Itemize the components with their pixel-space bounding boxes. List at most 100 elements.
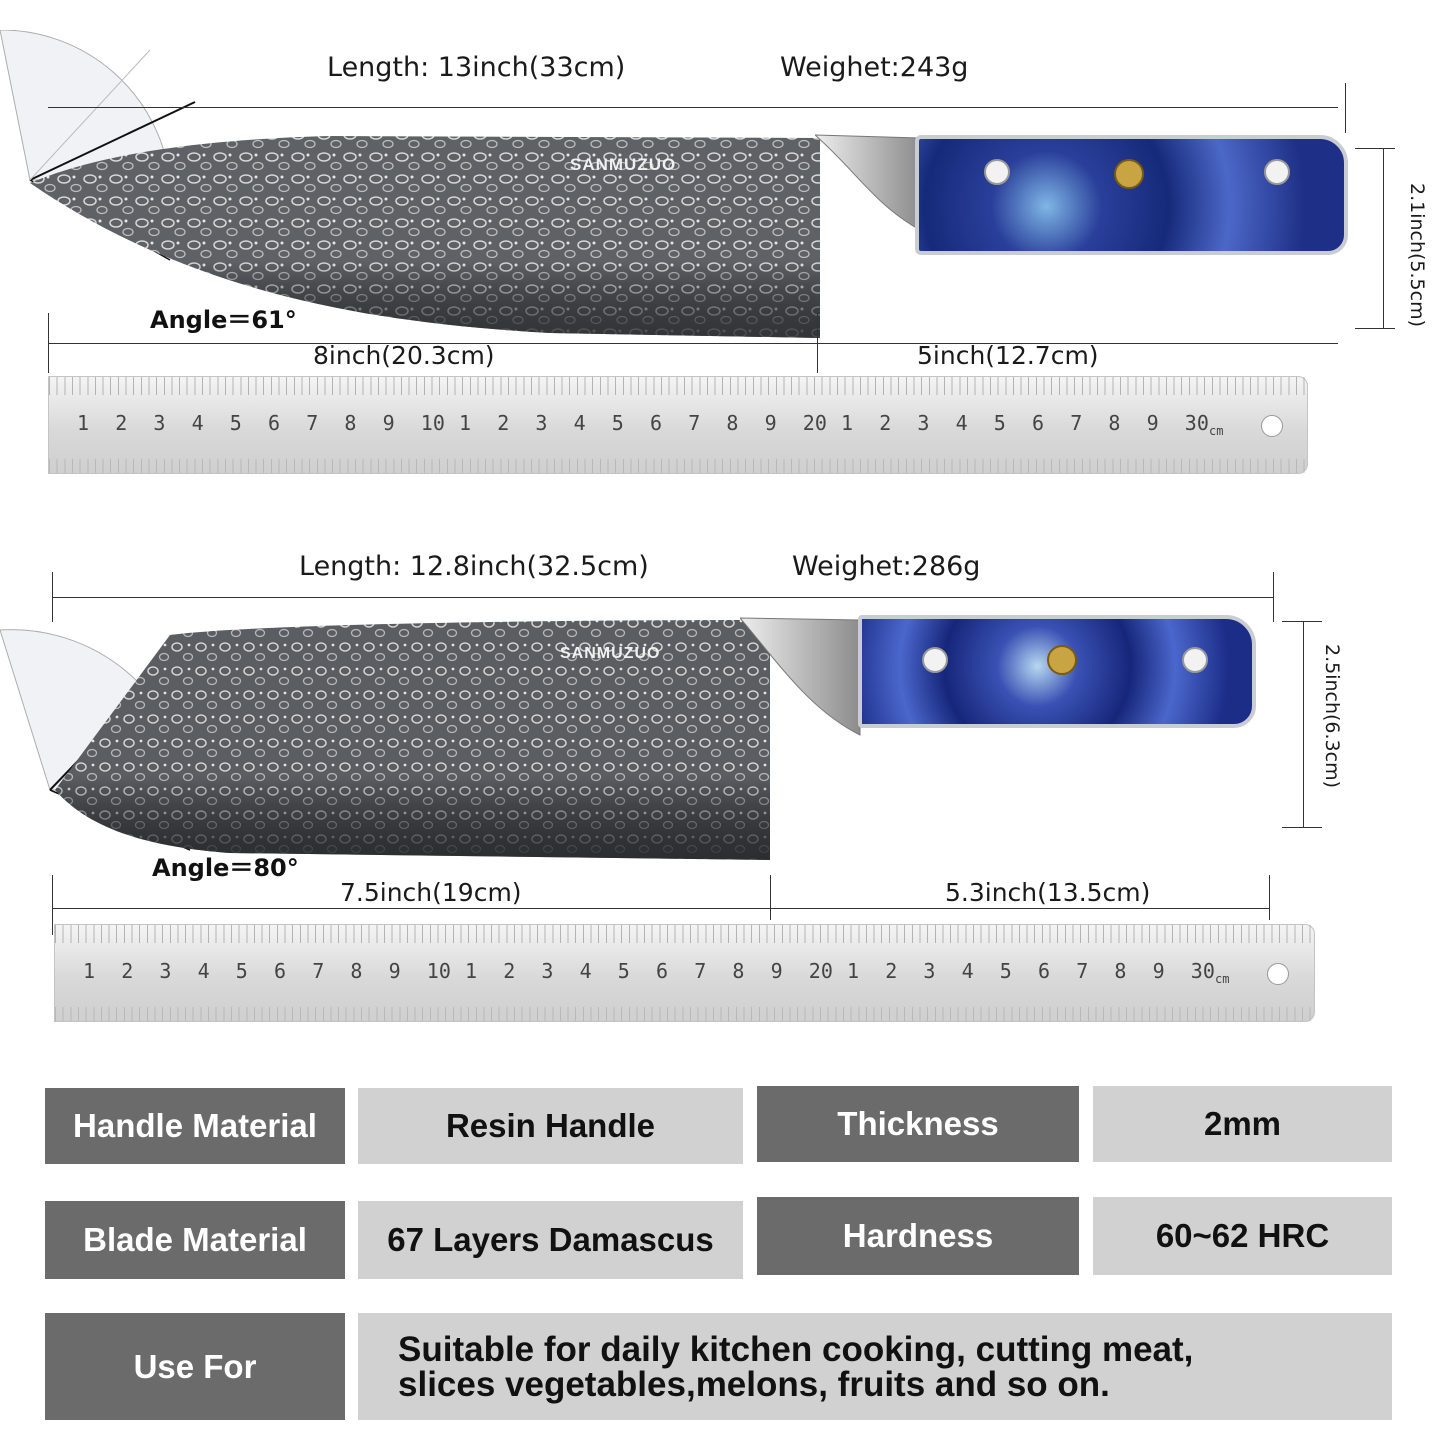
dim-tick <box>52 875 53 935</box>
ruler-hole-icon <box>1267 963 1289 985</box>
dim-tick <box>1273 572 1274 622</box>
dim-tick <box>1355 148 1395 149</box>
knife-1-blade-length: 8inch(20.3cm) <box>313 341 495 370</box>
dim-tick <box>770 875 771 920</box>
thickness-label: Thickness <box>757 1086 1079 1162</box>
rivet-icon <box>922 647 948 673</box>
ruler-number: 10 <box>426 959 451 983</box>
ruler-number: 20 <box>808 959 833 983</box>
mosaic-pin-icon <box>1114 159 1144 189</box>
knife-2-handle <box>858 615 1256 728</box>
dim-tick <box>1269 875 1270 920</box>
ruler-number: 3 <box>917 411 930 435</box>
knife-1-brand: SANMUZUO <box>570 155 677 174</box>
ruler-number: 2 <box>503 959 516 983</box>
ruler-number: 6 <box>274 959 287 983</box>
length-dim-line-1 <box>48 107 1338 108</box>
ruler-number: 1 <box>459 411 472 435</box>
knife-2-blade <box>55 620 770 860</box>
ruler-hole-icon <box>1261 415 1283 437</box>
ruler-number: 6 <box>656 959 669 983</box>
ruler-number: 1 <box>847 959 860 983</box>
rivet-icon <box>1182 647 1208 673</box>
rivet-icon <box>984 159 1010 185</box>
ruler-number: 7 <box>688 411 701 435</box>
ruler-number: 6 <box>650 411 663 435</box>
dim-tick <box>1355 328 1395 329</box>
length-dim-line-2 <box>52 597 1273 598</box>
ruler-number: 5 <box>229 411 242 435</box>
ruler-number: 8 <box>1108 411 1121 435</box>
ruler-number: 2 <box>879 411 892 435</box>
dim-tick <box>1282 621 1322 622</box>
ruler-number: 1 <box>77 411 90 435</box>
ruler-number: 3 <box>541 959 554 983</box>
knife-2-weight: Weighet:286g <box>792 551 981 582</box>
ruler-number: 9 <box>388 959 401 983</box>
dim-tick <box>1345 83 1346 133</box>
ruler-number: 9 <box>382 411 395 435</box>
knife-1-weight: Weighet:243g <box>780 52 969 83</box>
ruler-number: 5 <box>235 959 248 983</box>
ruler-number: 30 <box>1190 959 1215 983</box>
knife-1-height: 2.1inch(5.5cm) <box>1406 182 1428 328</box>
dim-tick <box>1282 827 1322 828</box>
ruler-number: 1 <box>83 959 96 983</box>
blade-material-value: 67 Layers Damascus <box>358 1201 743 1279</box>
hardness-label: Hardness <box>757 1197 1079 1275</box>
use-for-line-1: Suitable for daily kitchen cooking, cutt… <box>398 1329 1194 1369</box>
knife-1-bolster <box>815 134 921 231</box>
ruler-number: 5 <box>611 411 624 435</box>
knife-2-blade-length: 7.5inch(19cm) <box>340 878 522 907</box>
ruler-number: 4 <box>955 411 968 435</box>
knife-2-length: Length: 12.8inch(32.5cm) <box>299 551 649 582</box>
ruler-number: 5 <box>993 411 1006 435</box>
ruler-number: 30 <box>1184 411 1209 435</box>
ruler-unit: cm <box>1209 424 1224 438</box>
knife-1-handle-length: 5inch(12.7cm) <box>917 341 1099 370</box>
height-dim-line-1 <box>1383 148 1384 328</box>
ruler-number: 9 <box>1146 411 1159 435</box>
thickness-value: 2mm <box>1093 1086 1392 1162</box>
ruler-number: 4 <box>197 959 210 983</box>
ruler-number: 8 <box>344 411 357 435</box>
ruler-number: 8 <box>726 411 739 435</box>
split-dim-line-2 <box>52 908 1269 909</box>
knife-2-handle-length: 5.3inch(13.5cm) <box>945 878 1151 907</box>
knife-1-handle <box>915 135 1348 255</box>
hardness-value: 60~62 HRC <box>1093 1197 1392 1275</box>
knife-2-angle: Angle＝80° <box>152 854 299 882</box>
ruler-number: 4 <box>191 411 204 435</box>
ruler-number: 2 <box>115 411 128 435</box>
ruler-number: 7 <box>1076 959 1089 983</box>
ruler-number: 20 <box>802 411 827 435</box>
ruler-number: 2 <box>121 959 134 983</box>
ruler-number: 3 <box>153 411 166 435</box>
handle-material-label: Handle Material <box>45 1088 345 1164</box>
ruler-number: 5 <box>617 959 630 983</box>
knife-2-bolster <box>740 617 861 736</box>
ruler-number: 2 <box>885 959 898 983</box>
ruler-number: 9 <box>1152 959 1165 983</box>
knife-1-angle: Angle＝61° <box>150 306 297 334</box>
ruler-number: 1 <box>841 411 854 435</box>
knife-2-height: 2.5inch(6.3cm) <box>1321 643 1343 789</box>
knife-1-blade <box>30 136 820 338</box>
use-for-label: Use For <box>45 1313 345 1420</box>
split-dim-line-1 <box>48 343 1338 344</box>
ruler-number: 7 <box>694 959 707 983</box>
knife-1-length: Length: 13inch(33cm) <box>327 52 626 83</box>
ruler-number: 9 <box>764 411 777 435</box>
handle-material-value: Resin Handle <box>358 1088 743 1164</box>
ruler-number: 8 <box>732 959 745 983</box>
rivet-icon <box>1264 159 1290 185</box>
ruler-number: 7 <box>306 411 319 435</box>
ruler-number: 4 <box>579 959 592 983</box>
ruler-number: 10 <box>420 411 445 435</box>
ruler-number: 4 <box>573 411 586 435</box>
ruler-number: 5 <box>999 959 1012 983</box>
ruler-number: 4 <box>961 959 974 983</box>
ruler-number: 3 <box>159 959 172 983</box>
ruler-number: 7 <box>312 959 325 983</box>
